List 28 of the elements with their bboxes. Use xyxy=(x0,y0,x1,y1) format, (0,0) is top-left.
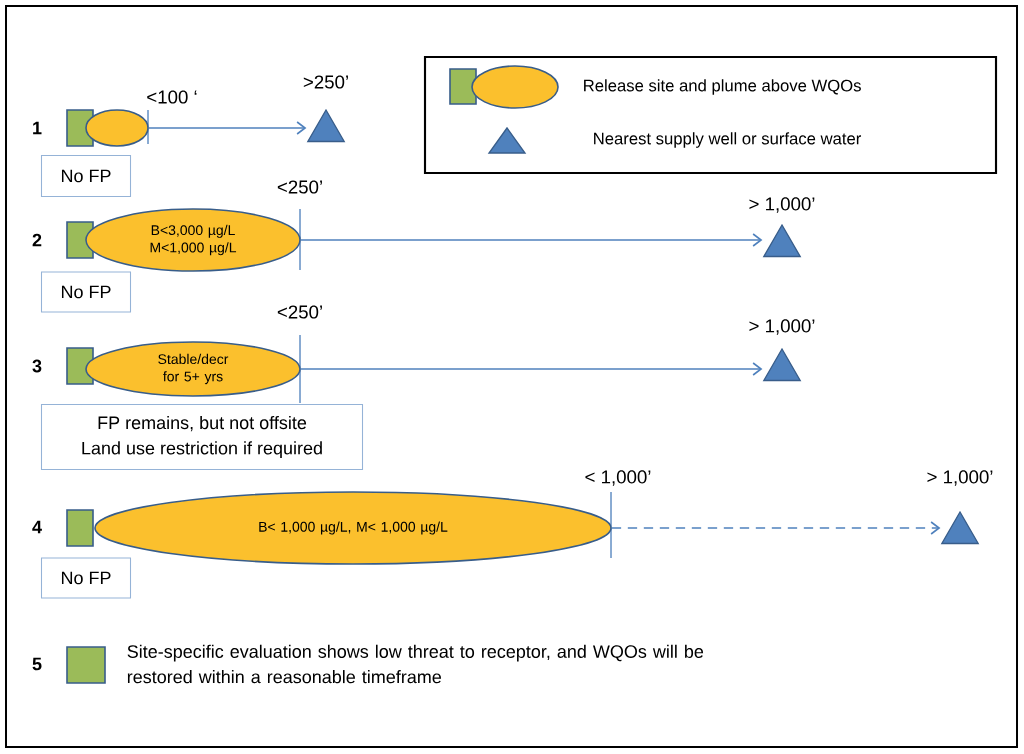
distance-label: <250’ xyxy=(277,305,322,319)
row-number: 2 xyxy=(32,233,42,247)
row-number: 5 xyxy=(32,657,42,671)
distance-label: > 1,000’ xyxy=(927,470,993,486)
note-text: Site-specific evaluation shows low threat to receptor, and WQOs will be restored within a reasonable timeframe xyxy=(127,644,704,684)
row-number: 1 xyxy=(33,121,42,135)
note-box: No FP xyxy=(40,154,132,198)
distance-label: < 1,000’ xyxy=(585,470,651,486)
distance-label: > 1,000’ xyxy=(749,319,815,335)
note-box: No FP xyxy=(40,271,132,313)
release-site-square xyxy=(66,509,94,547)
distance-label: >250’ xyxy=(303,75,348,89)
arrow xyxy=(611,521,941,535)
legend-label: Release site and plume above WQOs xyxy=(584,79,861,95)
distance-label: <100 ‘ xyxy=(147,90,197,104)
release-site-square xyxy=(66,646,106,684)
legend-label: Nearest supply well or surface water xyxy=(594,132,861,148)
release-site-square xyxy=(66,347,94,385)
arrow xyxy=(148,121,307,135)
distance-label: <250’ xyxy=(277,180,322,194)
note-box: FP remains, but not offsite Land use restriction if required xyxy=(40,403,364,471)
distance-label: > 1,000’ xyxy=(749,197,815,213)
note-box: No FP xyxy=(40,557,132,599)
row-number: 4 xyxy=(32,520,42,534)
arrow xyxy=(300,233,763,247)
arrow xyxy=(300,362,763,376)
plume-ellipse xyxy=(85,109,149,147)
row-number: 3 xyxy=(32,359,42,373)
